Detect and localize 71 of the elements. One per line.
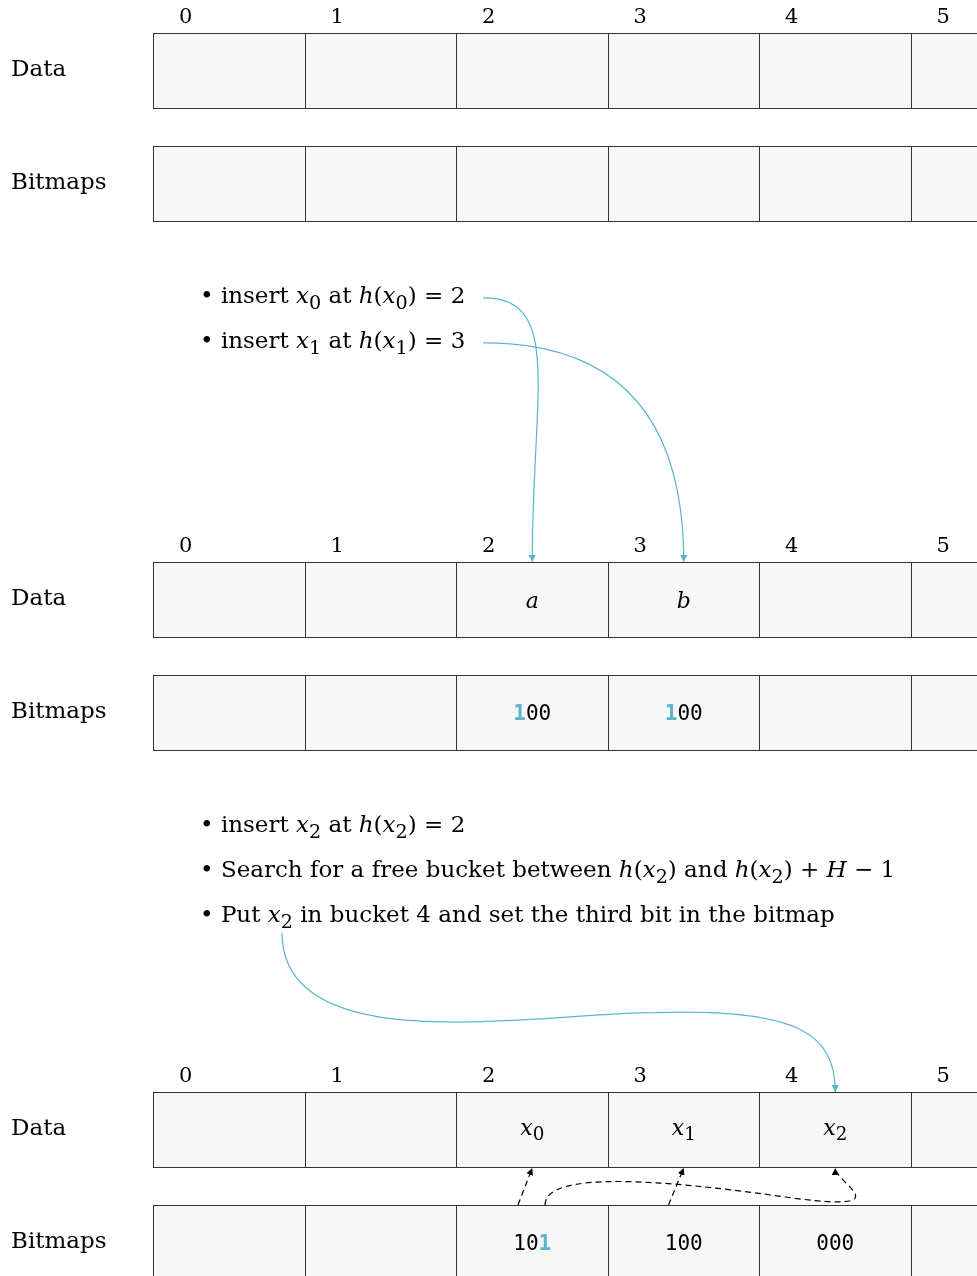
arrow	[517, 1167, 533, 1206]
column-index: 0	[179, 533, 193, 557]
arrow	[482, 297, 539, 563]
column-index: 4	[785, 1063, 799, 1087]
column-index: 1	[330, 533, 344, 557]
data-bucket: x$_{0}$	[456, 1092, 609, 1168]
bitmap-bucket	[304, 1205, 457, 1276]
data-bucket	[910, 1092, 977, 1168]
bitmap-bucket	[759, 675, 912, 751]
bitmap-bucket: 000	[759, 1205, 912, 1276]
column-index: 5	[936, 1063, 950, 1087]
data-bucket	[304, 562, 457, 638]
data-bucket	[304, 1092, 457, 1168]
bitmap-bucket: 100	[456, 675, 609, 751]
bitmap-bucket	[153, 675, 306, 751]
bitmap-bucket	[607, 146, 760, 222]
row-label: Bitmaps	[11, 697, 107, 723]
data-bucket: x$_{1}$	[607, 1092, 760, 1168]
column-index: 5	[936, 4, 950, 28]
row-label: Data	[11, 584, 67, 610]
column-index: 2	[482, 1063, 496, 1087]
data-bucket	[153, 562, 306, 638]
arrow	[544, 1167, 856, 1206]
data-bucket	[456, 33, 609, 109]
bullet-item: • insert x$_{1}$ at h(x$_{1}$) = 3	[200, 327, 466, 359]
column-index: 2	[482, 4, 496, 28]
data-bucket	[759, 33, 912, 109]
data-bucket: b	[607, 562, 760, 638]
data-bucket: x$_{2}$	[759, 1092, 912, 1168]
bullet-item: • insert x$_{2}$ at h(x$_{2}$) = 2	[200, 811, 466, 843]
row-label: Bitmaps	[11, 168, 107, 194]
data-bucket	[304, 33, 457, 109]
data-bucket: a	[456, 562, 609, 638]
bitmap-bucket	[304, 675, 457, 751]
data-bucket	[153, 1092, 306, 1168]
data-bucket	[759, 562, 912, 638]
column-index: 1	[330, 4, 344, 28]
bitmap-bucket	[153, 146, 306, 222]
column-index: 1	[330, 1063, 344, 1087]
column-index: 3	[633, 1063, 647, 1087]
arrow	[482, 342, 687, 563]
column-index: 2	[482, 533, 496, 557]
bitmap-bucket	[304, 146, 457, 222]
data-bucket	[153, 33, 306, 109]
row-label: Data	[11, 55, 67, 81]
arrow	[667, 1167, 685, 1206]
column-index: 3	[633, 533, 647, 557]
arrow	[281, 932, 839, 1093]
column-index: 0	[179, 4, 193, 28]
bullet-item: • Search for a free bucket between h(x$_{2}$) and h(x$_{2}$) + H − 1	[200, 856, 896, 888]
column-index: 0	[179, 1063, 193, 1087]
row-label: Bitmaps	[11, 1227, 107, 1253]
bitmap-bucket	[456, 146, 609, 222]
bitmap-bucket: 100	[607, 675, 760, 751]
data-bucket	[910, 33, 977, 109]
bitmap-bucket	[910, 146, 977, 222]
bitmap-bucket	[910, 1205, 977, 1276]
column-index: 4	[785, 533, 799, 557]
bullet-item: • insert x$_{0}$ at h(x$_{0}$) = 2	[200, 282, 466, 314]
data-bucket	[607, 33, 760, 109]
bitmap-bucket	[759, 146, 912, 222]
bitmap-bucket	[153, 1205, 306, 1276]
data-bucket	[910, 562, 977, 638]
bitmap-bucket: 101	[456, 1205, 609, 1276]
bullet-item: • Put x$_{2}$ in bucket 4 and set the third bit in the bitmap	[200, 901, 835, 933]
bitmap-bucket: 100	[607, 1205, 760, 1276]
column-index: 5	[936, 533, 950, 557]
column-index: 3	[633, 4, 647, 28]
bitmap-bucket	[910, 675, 977, 751]
row-label: Data	[11, 1114, 67, 1140]
column-index: 4	[785, 4, 799, 28]
